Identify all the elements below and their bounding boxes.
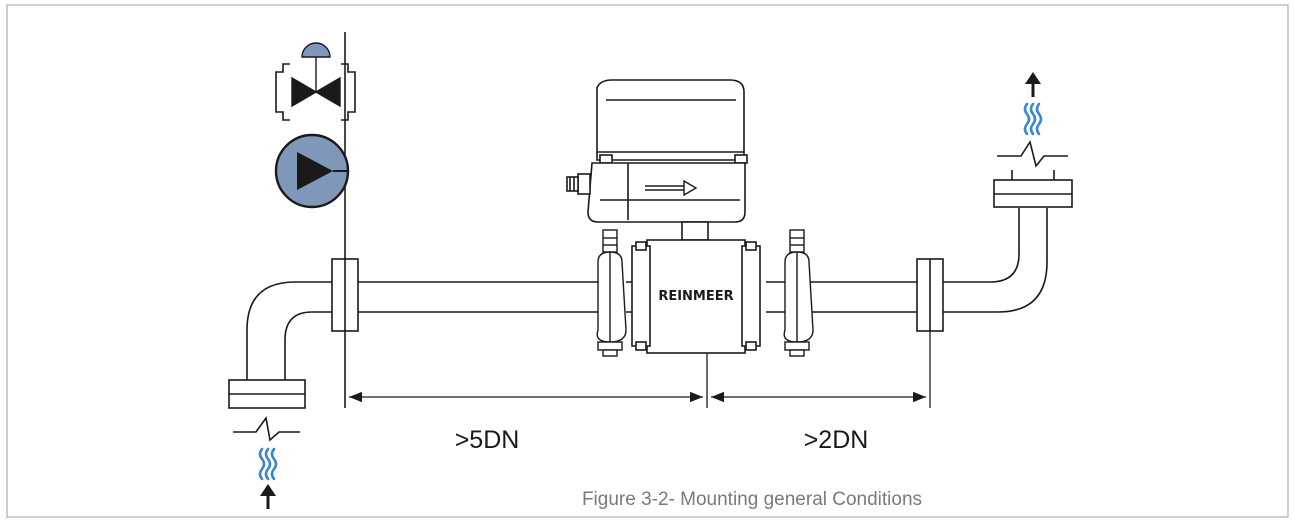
valve-icon xyxy=(275,42,356,121)
figure-caption: Figure 3-2- Mounting general Conditions xyxy=(582,489,922,510)
dimension-lines xyxy=(349,331,931,408)
outlet-pipe xyxy=(943,170,1055,313)
wave-icon xyxy=(258,447,278,481)
clamp-left xyxy=(596,229,627,357)
wave-icon xyxy=(1023,102,1043,136)
flow-direction-arrow-icon xyxy=(645,179,698,197)
figure-border xyxy=(6,4,1289,518)
pipe-flange-right xyxy=(916,258,944,332)
flow-in-arrow-icon xyxy=(260,484,276,509)
pump-icon xyxy=(274,133,350,209)
downstream-dimension-label: >2DN xyxy=(804,426,869,454)
flow-out-arrow-icon xyxy=(1025,72,1041,97)
clamp-right xyxy=(783,229,814,357)
outlet-break-line xyxy=(997,140,1068,168)
brand-label: REINMEER xyxy=(658,289,733,304)
pipe-flange-left xyxy=(331,258,359,332)
flowmeter xyxy=(566,79,761,354)
upstream-dimension-label: >5DN xyxy=(455,426,520,454)
inlet-break-line xyxy=(233,415,300,442)
